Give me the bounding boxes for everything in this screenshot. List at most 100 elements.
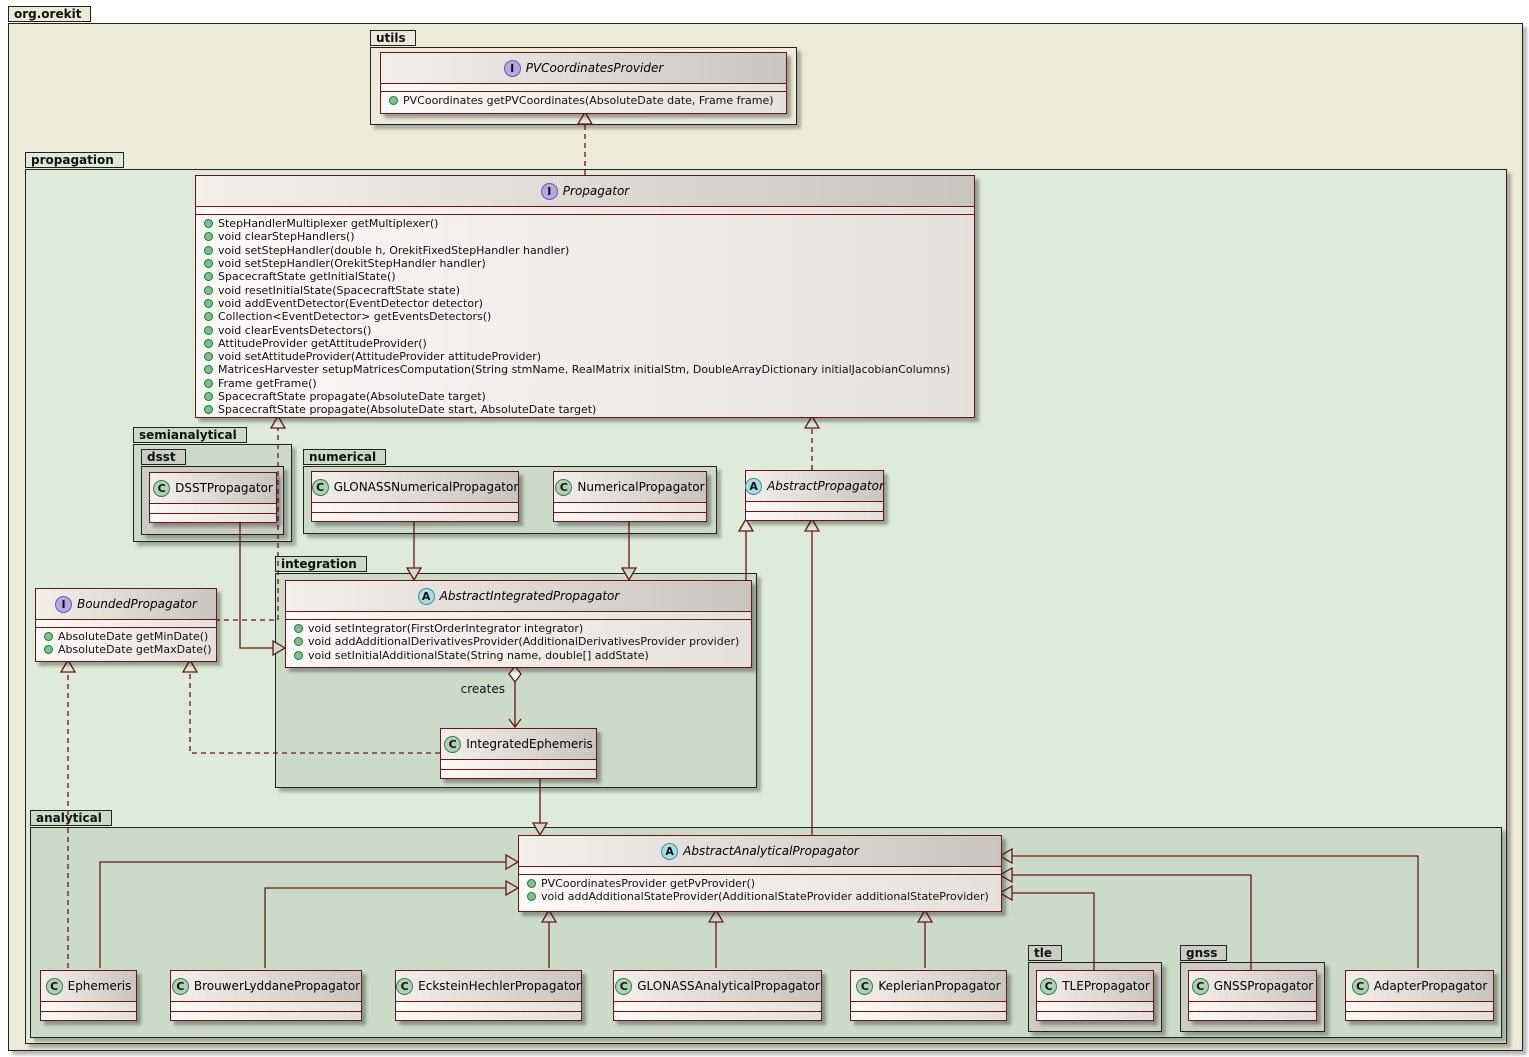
class-name: BoundedPropagator [77,597,197,611]
method-signature: void setStepHandler(OrekitStepHandler ha… [218,257,486,271]
class-name: IntegratedEphemeris [466,737,593,751]
method-entry: AbsoluteDate getMaxDate() [36,643,216,656]
class-pvcoordinatesprovider: I PVCoordinatesProvider PVCoordinates ge… [380,52,787,114]
method-entry: AbsoluteDate getMinDate() [36,630,216,643]
interface-icon: I [55,595,73,613]
public-visibility-icon [204,272,213,282]
class-header: C GLONASSAnalyticalPropagator [614,971,821,1001]
class-abstractpropagator: A AbstractPropagator [745,470,884,521]
methods-compartment [1037,1010,1153,1021]
methods-compartment [441,768,596,779]
class-keplerianpropagator: C KeplerianPropagator [850,970,1007,1021]
method-entry: Frame getFrame() [196,377,974,390]
method-entry: void addAdditionalDerivativesProvider(Ad… [286,635,751,648]
fields-compartment [1189,1001,1316,1011]
class-ephemeris: C Ephemeris [40,970,137,1021]
method-signature: PVCoordinatesProvider getPvProvider() [541,877,756,891]
methods-compartment [554,511,706,522]
method-entry: void setStepHandler(OrekitStepHandler ha… [196,257,974,270]
package-tab-semianalytical: semianalytical [133,427,247,443]
methods-compartment: AbsoluteDate getMinDate()AbsoluteDate ge… [36,627,216,661]
public-visibility-icon [44,645,53,655]
method-signature: void addEventDetector(EventDetector dete… [218,296,483,310]
class-abstractintegratedpropagator: A AbstractIntegratedPropagator void setI… [285,580,752,668]
method-entry: StepHandlerMultiplexer getMultiplexer() [196,217,974,230]
class-name: AbstractPropagator [767,479,884,493]
abstract-class-icon: A [417,587,435,605]
class-icon: C [856,977,874,995]
abstract-class-icon: A [745,477,763,495]
class-icon: C [444,735,462,753]
fields-compartment [396,1001,581,1011]
methods-compartment [851,1010,1006,1021]
method-signature: AbsoluteDate getMaxDate() [58,643,212,657]
method-entry: AttitudeProvider getAttitudeProvider() [196,337,974,350]
package-tab-utils: utils [370,30,416,46]
public-visibility-icon [389,96,398,106]
method-entry: SpacecraftState propagate(AbsoluteDate t… [196,390,974,403]
class-brouwerlyddanepropagator: C BrouwerLyddanePropagator [170,970,362,1021]
method-entry: void setInitialAdditionalState(String na… [286,649,751,662]
edge-label-creates: creates [460,682,505,696]
class-icon: C [171,977,189,995]
public-visibility-icon [204,365,213,375]
public-visibility-icon [204,338,213,348]
method-entry: Collection<EventDetector> getEventsDetec… [196,310,974,323]
class-header: C NumericalPropagator [554,472,706,502]
class-integratedephemeris: C IntegratedEphemeris [440,728,597,779]
class-header: C AdapterPropagator [1346,971,1493,1001]
method-signature: Collection<EventDetector> getEventsDetec… [218,310,492,324]
methods-compartment [41,1010,136,1021]
public-visibility-icon [294,650,303,660]
class-header: A AbstractPropagator [745,471,884,501]
public-visibility-icon [204,232,213,242]
class-header: I BoundedPropagator [36,589,216,619]
method-signature: void addAdditionalDerivativesProvider(Ad… [308,635,740,649]
class-ecksteinhechlerpropagator: C EcksteinHechlerPropagator [395,970,582,1021]
fields-compartment [381,83,786,91]
fields-compartment [286,611,751,619]
fields-compartment [171,1001,361,1011]
class-name: NumericalPropagator [577,480,705,494]
class-dsstpropagator: C DSSTPropagator [149,472,277,523]
class-header: C Ephemeris [41,971,136,1001]
method-signature: void resetInitialState(SpacecraftState s… [218,283,461,297]
package-tab-analytical: analytical [30,810,112,826]
class-glonassnumericalpropagator: C GLONASSNumericalPropagator [311,471,519,522]
method-signature: void setInitialAdditionalState(String na… [308,648,649,662]
package-tab-org-orekit: org.orekit [8,6,92,22]
public-visibility-icon [204,259,213,269]
class-icon: C [45,977,63,995]
method-signature: void setIntegrator(FirstOrderIntegrator … [308,622,584,636]
public-visibility-icon [204,219,213,229]
class-name: AbstractIntegratedPropagator [439,589,620,603]
abstract-class-icon: A [661,842,679,860]
method-entry: SpacecraftState getInitialState() [196,270,974,283]
class-header: C EcksteinHechlerPropagator [396,971,581,1001]
class-name: EcksteinHechlerPropagator [418,979,581,993]
methods-compartment: PVCoordinates getPVCoordinates(AbsoluteD… [381,91,786,113]
methods-compartment [614,1010,821,1021]
class-icon: C [615,977,633,995]
class-name: Propagator [562,184,630,198]
package-tab-tle: tle [1028,945,1062,961]
public-visibility-icon [204,312,213,322]
class-icon: C [311,478,329,496]
class-abstractanalyticalpropagator: A AbstractAnalyticalPropagator PVCoordin… [518,835,1002,912]
public-visibility-icon [527,892,536,902]
methods-compartment [396,1010,581,1021]
class-icon: C [396,977,414,995]
fields-compartment [1346,1001,1493,1011]
method-signature: void setAttitudeProvider(AttitudeProvide… [218,350,542,364]
class-name: TLEPropagator [1062,979,1150,993]
class-header: I PVCoordinatesProvider [381,53,786,83]
method-signature: SpacecraftState getInitialState() [218,270,396,284]
methods-compartment [1346,1010,1493,1021]
fields-compartment [196,206,974,214]
class-propagator: I Propagator StepHandlerMultiplexer getM… [195,175,975,418]
public-visibility-icon [527,879,536,889]
method-entry: SpacecraftState propagate(AbsoluteDate s… [196,403,974,416]
public-visibility-icon [204,298,213,308]
class-name: KeplerianPropagator [878,979,1001,993]
